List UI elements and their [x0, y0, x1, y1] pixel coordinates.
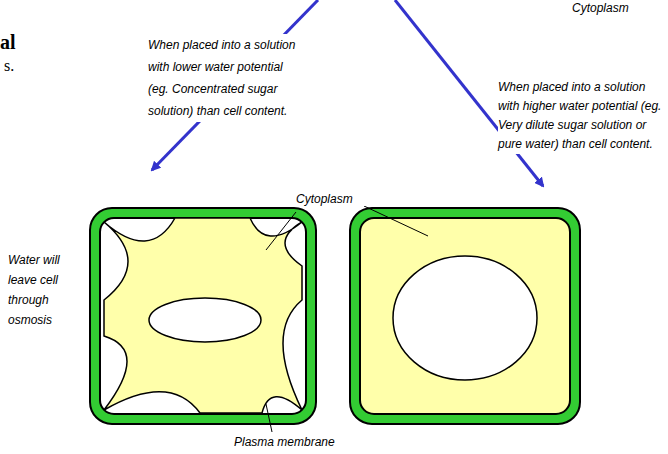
cell-wall — [350, 208, 580, 424]
leader-line — [266, 404, 272, 432]
part-label: Cytoplasm — [296, 192, 368, 206]
part-label: Plasma membrane — [234, 434, 344, 450]
condition-note: When placed into a solution with higher … — [498, 78, 662, 154]
cut-heading: al — [0, 30, 40, 54]
cell-wall — [90, 208, 316, 424]
vacuole — [393, 256, 537, 380]
cut-heading: s. — [4, 56, 34, 76]
part-label: Cytoplasm — [572, 1, 662, 15]
leader-line — [266, 212, 296, 250]
leader-line — [364, 206, 428, 236]
cell-wall-inner — [100, 218, 306, 414]
turgid-cytoplasm — [360, 218, 570, 414]
condition-note: When placed into a solution with lower w… — [148, 34, 296, 122]
shrunken-cytoplasm — [104, 218, 302, 413]
vacuole — [149, 298, 261, 342]
osmosis-note: Water will leave cell through osmosis — [8, 250, 84, 330]
